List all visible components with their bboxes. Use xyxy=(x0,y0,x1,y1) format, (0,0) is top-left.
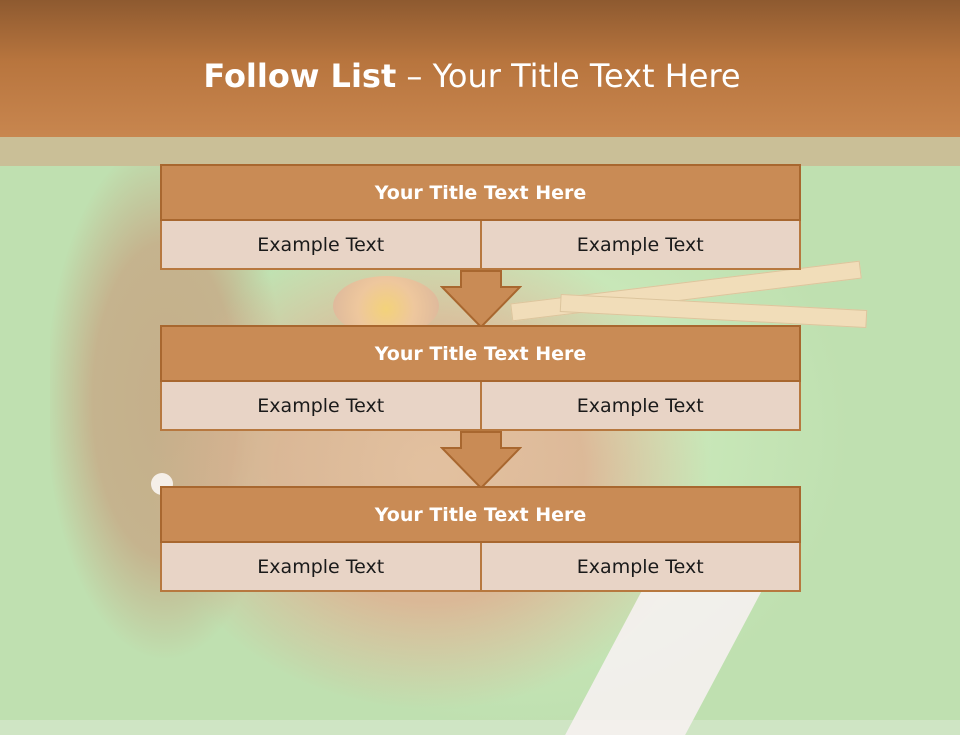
slide-title-rest: – Your Title Text Here xyxy=(396,57,741,95)
down-arrow-icon xyxy=(440,270,522,328)
group-row: Example Text Example Text xyxy=(160,543,801,592)
group-row: Example Text Example Text xyxy=(160,221,801,270)
down-arrow-icon xyxy=(440,431,522,489)
list-group-1: Your Title Text Here Example Text Exampl… xyxy=(160,164,801,270)
group-cell-left: Example Text xyxy=(160,543,482,592)
group-cell-left: Example Text xyxy=(160,382,482,431)
group-cell-right: Example Text xyxy=(481,382,801,431)
list-group-3: Your Title Text Here Example Text Exampl… xyxy=(160,486,801,592)
group-title: Your Title Text Here xyxy=(160,486,801,543)
header-bar xyxy=(0,0,960,137)
slide-title: Follow List – Your Title Text Here xyxy=(0,56,944,96)
slide-title-strong: Follow List xyxy=(203,57,397,95)
group-row: Example Text Example Text xyxy=(160,382,801,431)
header-strip xyxy=(0,137,960,166)
group-title: Your Title Text Here xyxy=(160,325,801,382)
group-cell-right: Example Text xyxy=(481,221,801,270)
list-group-2: Your Title Text Here Example Text Exampl… xyxy=(160,325,801,431)
group-title: Your Title Text Here xyxy=(160,164,801,221)
group-cell-right: Example Text xyxy=(481,543,801,592)
group-cell-left: Example Text xyxy=(160,221,482,270)
